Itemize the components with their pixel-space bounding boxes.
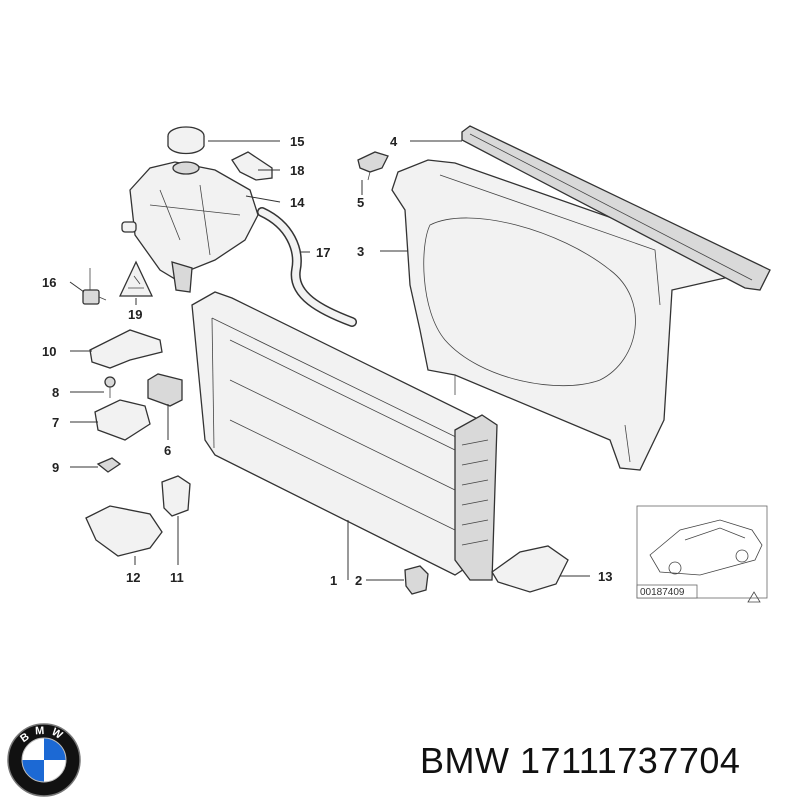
nut-9-part <box>96 457 122 473</box>
inset-code: 00187409 <box>640 587 685 598</box>
callout-2: 2 <box>355 573 362 588</box>
callout-10: 10 <box>42 344 56 359</box>
callout-4: 4 <box>390 134 398 149</box>
callout-1: 1 <box>330 573 337 588</box>
part-number: 17111737704 <box>520 740 741 781</box>
clip-5-part <box>357 151 389 181</box>
callout-9: 9 <box>52 460 59 475</box>
bracket-10-part <box>89 329 163 369</box>
callout-8: 8 <box>52 385 59 400</box>
callout-16: 16 <box>42 275 56 290</box>
callout-19: 19 <box>128 307 142 322</box>
callout-12: 12 <box>126 570 140 585</box>
callout-7: 7 <box>52 415 59 430</box>
callout-11: 11 <box>170 570 184 585</box>
part-caption: BMW 17111737704 <box>420 740 740 782</box>
air-duct-12-part <box>85 505 163 557</box>
bracket-7-part <box>94 399 151 441</box>
leader-lines <box>69 140 590 581</box>
air-duct-13-part <box>491 545 569 593</box>
callout-3: 3 <box>357 244 364 259</box>
callout-5: 5 <box>357 195 364 210</box>
rubber-mount-11-part <box>161 475 191 517</box>
rubber-mount-6-part <box>147 373 183 407</box>
bracket-18-part <box>231 151 273 181</box>
bmw-logo: BMW <box>7 723 81 797</box>
callout-numbers: 1 2 3 4 5 6 7 8 9 10 11 12 13 14 15 16 1… <box>42 134 612 588</box>
radiator-part <box>191 291 498 581</box>
callout-18: 18 <box>290 163 304 178</box>
warning-label-19-part <box>118 260 154 297</box>
screw-8-part <box>104 376 116 398</box>
clip-2-part <box>404 565 429 595</box>
seal-strip-part <box>461 125 771 291</box>
hose-part <box>257 207 357 327</box>
expansion-tank-cap-part <box>167 126 205 175</box>
callout-15: 15 <box>290 134 304 149</box>
callout-6: 6 <box>164 443 171 458</box>
callout-13: 13 <box>598 569 612 584</box>
callout-17: 17 <box>316 245 330 260</box>
brand-name: BMW <box>420 740 510 781</box>
sensor-16-part <box>82 268 107 305</box>
vehicle-inset: 00187409 <box>636 505 768 603</box>
expansion-tank-part <box>121 161 259 293</box>
callout-14: 14 <box>290 195 305 210</box>
